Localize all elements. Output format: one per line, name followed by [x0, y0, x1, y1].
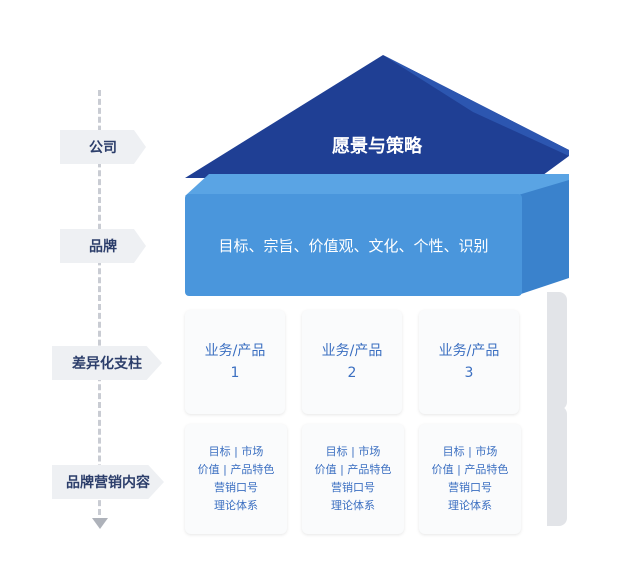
pillar-label: 业务/产品 [321, 343, 383, 359]
level-tag-label: 差异化支柱 [72, 356, 142, 372]
content-line: 价值 | 产品特色 [197, 463, 275, 476]
level-tag-content: 品牌营销内容 [52, 465, 164, 499]
pillar-label: 业务/产品 [204, 343, 266, 359]
level-tag-company: 公司 [60, 130, 146, 164]
pillar-label: 业务/产品 [438, 343, 500, 359]
content-line: 营销口号 [214, 481, 258, 494]
brand-block [185, 194, 522, 296]
pillar-2: 业务/产品 2 [302, 310, 402, 414]
content-row-side [547, 406, 567, 526]
pillar-number: 2 [347, 365, 357, 381]
roof-shape [185, 55, 569, 178]
content-line: 理论体系 [214, 499, 258, 512]
content-line: 目标 | 市场 [442, 445, 498, 458]
roof-title: 愿景与策略 [332, 136, 422, 157]
brand-text: 目标、宗旨、价值观、文化、个性、识别 [218, 236, 489, 255]
level-tag-brand: 品牌 [60, 229, 146, 263]
content-line: 理论体系 [331, 499, 375, 512]
level-tag-pillars: 差异化支柱 [52, 346, 162, 380]
content-line: 目标 | 市场 [325, 445, 381, 458]
level-tag-label: 品牌营销内容 [66, 475, 150, 491]
pillar-number: 3 [464, 365, 474, 381]
roof-front [185, 55, 569, 178]
content-line: 价值 | 产品特色 [314, 463, 392, 476]
content-line: 目标 | 市场 [208, 445, 264, 458]
level-tag-label: 公司 [89, 140, 117, 156]
content-line: 价值 | 产品特色 [431, 463, 509, 476]
content-block-2: 目标 | 市场 价值 | 产品特色 营销口号 理论体系 [302, 424, 404, 534]
vertical-axis [98, 90, 101, 515]
pillar-1: 业务/产品 1 [185, 310, 285, 414]
pillar-number: 1 [230, 365, 240, 381]
brand-block-extrusion [185, 174, 569, 296]
content-line: 营销口号 [331, 481, 375, 494]
content-block-3: 目标 | 市场 价值 | 产品特色 营销口号 理论体系 [419, 424, 521, 534]
level-tag-label: 品牌 [89, 239, 117, 255]
content-block-1: 目标 | 市场 价值 | 产品特色 营销口号 理论体系 [185, 424, 287, 534]
roof-highlight [383, 55, 569, 156]
pillar-row-side [547, 292, 567, 410]
axis-arrow-down-icon [92, 518, 108, 529]
content-line: 理论体系 [448, 499, 492, 512]
content-line: 营销口号 [448, 481, 492, 494]
pillar-3: 业务/产品 3 [419, 310, 519, 414]
